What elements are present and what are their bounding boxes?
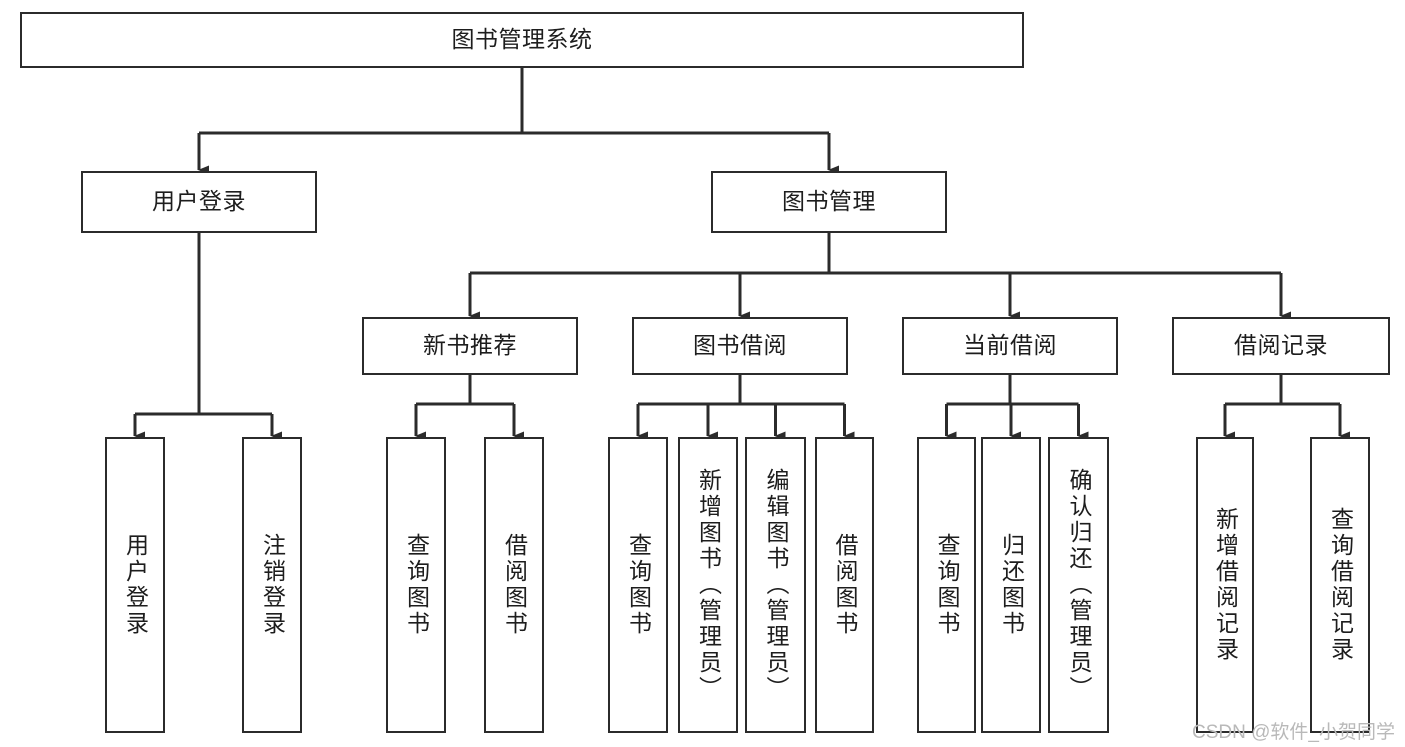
node-label: 确认归还（管理员）: [1066, 468, 1092, 702]
node-leaf-confirm-return: 确认归还（管理员）: [1048, 437, 1109, 733]
connector-lines: [133, 68, 1350, 441]
node-leaf-query-record: 查询借阅记录: [1310, 437, 1370, 733]
node-label: 图书管理: [782, 188, 876, 215]
node-leaf-borrow-book-1: 借阅图书: [484, 437, 544, 733]
node-label: 借阅记录: [1234, 332, 1328, 359]
node-root: 图书管理系统: [20, 12, 1024, 68]
node-label: 当前借阅: [963, 332, 1057, 359]
node-leaf-query-book-2: 查询图书: [608, 437, 668, 733]
node-label: 图书管理系统: [451, 26, 593, 53]
node-label: 借阅图书: [501, 533, 528, 637]
node-book-borrow: 图书借阅: [632, 317, 848, 375]
node-label: 图书借阅: [693, 332, 787, 359]
node-leaf-user-login: 用户登录: [105, 437, 165, 733]
node-leaf-query-book-1: 查询图书: [386, 437, 446, 733]
node-leaf-borrow-book-2: 借阅图书: [815, 437, 874, 733]
node-label: 新增图书（管理员）: [695, 468, 722, 702]
node-book-manage: 图书管理: [711, 171, 947, 233]
node-label: 查询图书: [403, 533, 430, 637]
node-user-login: 用户登录: [81, 171, 317, 233]
node-label: 新书推荐: [423, 332, 517, 359]
node-leaf-edit-book: 编辑图书（管理员）: [745, 437, 806, 733]
node-label: 借阅图书: [832, 533, 858, 637]
node-label: 查询图书: [625, 533, 652, 637]
node-new-book-rec: 新书推荐: [362, 317, 578, 375]
node-leaf-add-book: 新增图书（管理员）: [678, 437, 738, 733]
node-leaf-add-record: 新增借阅记录: [1196, 437, 1254, 733]
node-current-borrow: 当前借阅: [902, 317, 1118, 375]
node-leaf-query-book-3: 查询图书: [917, 437, 976, 733]
node-label: 查询图书: [934, 533, 960, 637]
node-label: 编辑图书（管理员）: [763, 468, 789, 702]
node-label: 用户登录: [122, 533, 149, 637]
node-label: 新增借阅记录: [1212, 507, 1239, 663]
node-label: 归还图书: [998, 533, 1025, 637]
node-label: 注销登录: [259, 533, 286, 637]
node-leaf-user-logout: 注销登录: [242, 437, 302, 733]
node-borrow-record: 借阅记录: [1172, 317, 1390, 375]
node-label: 查询借阅记录: [1327, 507, 1354, 663]
node-label: 用户登录: [152, 188, 246, 215]
node-leaf-return-book: 归还图书: [981, 437, 1041, 733]
